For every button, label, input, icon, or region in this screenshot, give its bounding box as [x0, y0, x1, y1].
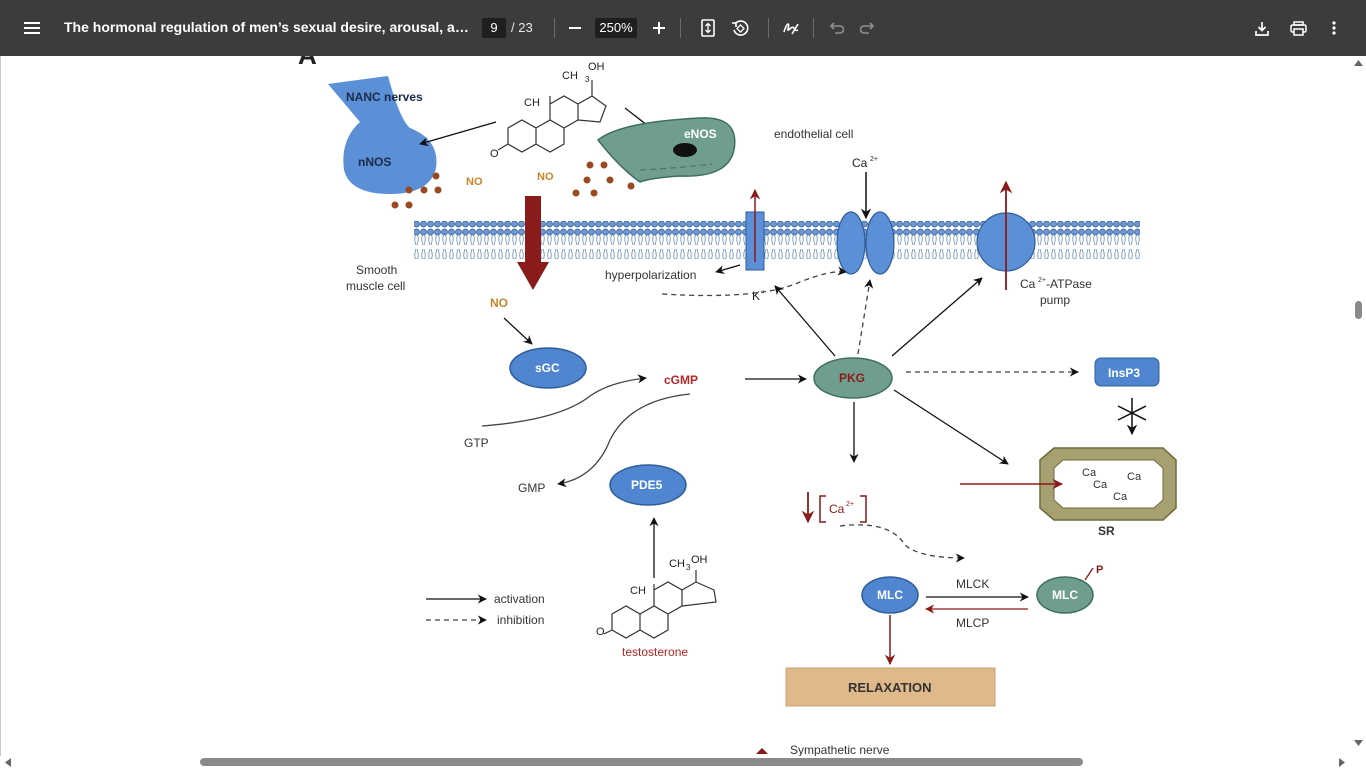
- smooth-muscle-label-2: muscle cell: [346, 279, 405, 293]
- relaxation-box: [785, 667, 996, 707]
- print-icon[interactable]: [1282, 12, 1314, 44]
- relaxation-label: RELAXATION: [848, 680, 932, 695]
- redo-icon[interactable]: [852, 12, 884, 44]
- horizontal-scroll-thumb[interactable]: [200, 758, 1083, 766]
- no-label-1: NO: [466, 176, 483, 188]
- legend-inhibition: inhibition: [497, 613, 544, 627]
- hormonal-pathway-figure: A NANC nerves nNOS NO NO CH 3 OH CH O: [298, 56, 1177, 756]
- ch3-label-bottom: CH: [669, 558, 685, 570]
- phosphate-label: P: [1096, 564, 1103, 576]
- testosterone-structure-top: [497, 80, 607, 153]
- atpase-label-sup: 2+: [1038, 277, 1046, 284]
- endothelial-cell-label: endothelial cell: [774, 127, 853, 141]
- oh-label-bottom: OH: [691, 554, 708, 566]
- hamburger-menu-icon[interactable]: [16, 12, 48, 44]
- ca-top-sup: 2+: [870, 156, 878, 163]
- gmp-label: GMP: [518, 481, 545, 495]
- testosterone-label: testosterone: [622, 645, 688, 659]
- insp3-box: [1094, 357, 1160, 387]
- vertical-scroll-thumb[interactable]: [1355, 301, 1362, 319]
- sr-label: SR: [1098, 524, 1115, 538]
- no-molecules-right: [572, 161, 635, 197]
- ch3-sub-bottom: 3: [686, 563, 691, 572]
- no-label-2: NO: [537, 171, 554, 183]
- sr-ca-2: Ca: [1127, 471, 1142, 483]
- pkg-label: PKG: [839, 371, 865, 385]
- nnos-label: nNOS: [358, 155, 391, 169]
- sgc-label: sGC: [535, 361, 560, 375]
- zoom-level-input[interactable]: 250%: [595, 18, 637, 38]
- hyperpolarization-label: hyperpolarization: [605, 268, 696, 282]
- sr-ca-3: Ca: [1093, 479, 1108, 491]
- toolbar-divider: [680, 18, 681, 38]
- mlck-label: MLCK: [956, 577, 989, 591]
- rotate-icon[interactable]: [724, 12, 756, 44]
- no-label-3: NO: [490, 296, 508, 310]
- undo-icon[interactable]: [820, 12, 852, 44]
- page-edge: [0, 56, 1, 756]
- scroll-up-icon[interactable]: [1354, 60, 1363, 66]
- scroll-right-icon[interactable]: [1339, 758, 1345, 767]
- ch3-sub-top: 3: [585, 75, 590, 84]
- nanc-nerve-shape: [328, 76, 437, 194]
- k-ion-label: K: [752, 289, 760, 303]
- download-icon[interactable]: [1246, 12, 1278, 44]
- pdf-toolbar: The hormonal regulation of men’s sexual …: [0, 0, 1366, 56]
- calcium-channel-left: [836, 211, 866, 275]
- legend-activation: activation: [494, 592, 545, 606]
- atpase-label-text: -ATPase: [1046, 277, 1092, 291]
- mlc-right: [1036, 576, 1094, 614]
- enos-cell-shape: [596, 117, 736, 183]
- smooth-muscle-label-1: Smooth: [356, 263, 397, 277]
- no-molecules-left: [391, 172, 442, 209]
- sgc-enzyme: [509, 347, 587, 389]
- pde5-label: PDE5: [631, 478, 663, 492]
- sr-ca-1: Ca: [1082, 467, 1097, 479]
- oh-label-top: OH: [588, 61, 605, 73]
- ch3-label-top: CH: [562, 70, 578, 82]
- ca-bracket-label: Ca: [829, 502, 845, 516]
- document-title: The hormonal regulation of men’s sexual …: [64, 19, 469, 35]
- page-number-input[interactable]: 9: [482, 18, 506, 38]
- zoom-in-icon[interactable]: [643, 12, 675, 44]
- mlc-left-label: MLC: [877, 588, 903, 602]
- ch3-label-mid: CH: [524, 97, 540, 109]
- vertical-scrollbar[interactable]: [1350, 56, 1366, 756]
- fit-page-icon[interactable]: [692, 12, 724, 44]
- more-options-icon[interactable]: [1318, 12, 1350, 44]
- page-total: / 23: [511, 20, 533, 35]
- o-label-top: O: [490, 148, 499, 160]
- ca-top-label: Ca: [852, 156, 868, 170]
- sympathetic-nerve-label: Sympathetic nerve: [790, 743, 890, 756]
- panel-letter: A: [298, 56, 317, 70]
- nanc-nerves-label: NANC nerves: [346, 90, 423, 104]
- gtp-label: GTP: [464, 436, 489, 450]
- toolbar-divider: [813, 18, 814, 38]
- toolbar-divider: [768, 18, 769, 38]
- scroll-down-icon[interactable]: [1354, 740, 1363, 746]
- scroll-left-icon[interactable]: [5, 758, 11, 767]
- horizontal-scrollbar[interactable]: [0, 756, 1350, 768]
- ca-bracket-sup: 2+: [846, 501, 854, 508]
- annotate-icon[interactable]: [775, 12, 807, 44]
- calcium-channel-right: [865, 211, 895, 275]
- mlc-right-label: MLC: [1052, 588, 1078, 602]
- pkg-enzyme: [813, 357, 893, 399]
- mlcp-label: MLCP: [956, 616, 989, 630]
- atpase-label-ca: Ca: [1020, 277, 1036, 291]
- insp3-label: InsP3: [1108, 366, 1140, 380]
- zoom-out-icon[interactable]: [559, 12, 591, 44]
- o-label-bottom: O: [596, 626, 605, 638]
- pump-label: pump: [1040, 293, 1070, 307]
- toolbar-divider: [554, 18, 555, 38]
- mlc-left: [861, 576, 919, 614]
- testosterone-structure-bottom: [603, 570, 717, 639]
- pdf-viewer-area[interactable]: A NANC nerves nNOS NO NO CH 3 OH CH O: [0, 56, 1366, 768]
- sr-ca-4: Ca: [1113, 491, 1128, 503]
- ch3-label-bottom-2: CH: [630, 585, 646, 597]
- enos-label: eNOS: [684, 127, 717, 141]
- pde5-enzyme: [609, 464, 687, 506]
- cgmp-label: cGMP: [664, 373, 698, 387]
- no-diffusion-arrow: [517, 196, 549, 290]
